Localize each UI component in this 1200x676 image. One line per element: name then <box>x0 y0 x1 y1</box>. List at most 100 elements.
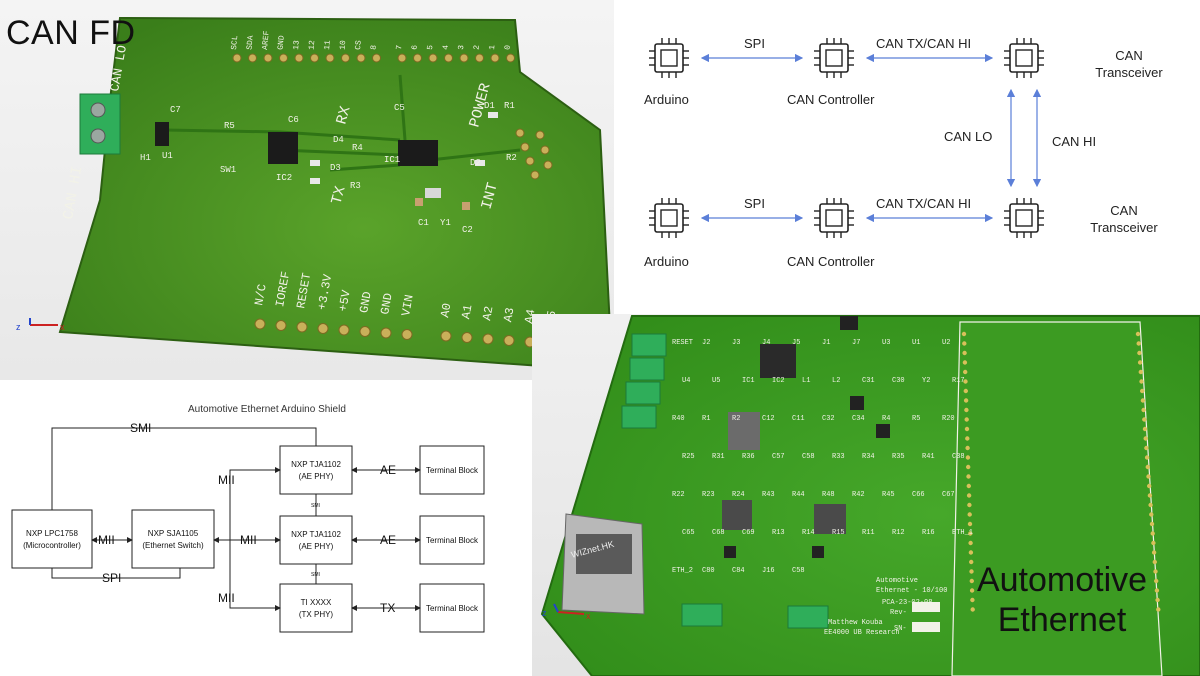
axis-gizmo: z x <box>16 318 65 332</box>
spi-label-2: SPI <box>744 196 765 211</box>
r1-silk: R1 <box>504 101 515 111</box>
top-pin-label: 0 <box>504 44 513 50</box>
ae-component-label: IC2 <box>772 377 785 385</box>
ae-component-label: IC1 <box>742 377 755 385</box>
arduino-chip-icon-2 <box>648 197 690 239</box>
ae-component-label: R40 <box>672 415 685 423</box>
ae-pad <box>970 607 975 612</box>
ae-pad <box>1154 578 1159 584</box>
can-controller-chip-icon-1 <box>813 37 855 79</box>
ae-pad <box>968 550 974 555</box>
ae-component-label: ETH_2 <box>672 567 693 575</box>
top-pin-label: 13 <box>292 40 302 51</box>
ae-component-label: R43 <box>762 491 775 499</box>
ae-pad <box>965 436 970 441</box>
ae-component-label: R12 <box>892 529 905 537</box>
spi-label-1: SPI <box>744 36 765 51</box>
top-pin-label: 12 <box>308 40 318 51</box>
ae-component-label: C58 <box>792 567 805 575</box>
can-hi-label: CAN HI <box>1052 134 1096 149</box>
ae-pad <box>1155 597 1160 603</box>
ae-component-label: R14 <box>802 529 815 537</box>
ethernet-jack: WIZnet.HK <box>561 513 645 615</box>
top-pin-pad <box>294 53 304 63</box>
phy2-block <box>279 515 353 565</box>
ae-pad <box>1143 436 1148 441</box>
ae-pad <box>969 569 974 574</box>
ae-pad <box>1137 350 1142 356</box>
terminal-block-label-1: Terminal Block <box>426 466 479 475</box>
ae-component-label: R45 <box>882 491 895 499</box>
ae-component-label: R16 <box>922 529 935 537</box>
bottom-pin-label: VIN <box>399 293 417 317</box>
top-pin-label: 5 <box>426 44 435 50</box>
ae-pad <box>966 464 971 470</box>
ae-component-label: U3 <box>882 339 890 347</box>
can-transceiver-chip-icon-1 <box>1003 37 1045 79</box>
ae-component-label: J4 <box>762 339 770 347</box>
ae-component-label: C66 <box>912 491 925 499</box>
ae-pad <box>1142 426 1148 432</box>
ae-pad <box>1151 550 1157 555</box>
ae-pad <box>1149 521 1155 527</box>
ae-pad <box>1148 502 1153 508</box>
ae-pad <box>1142 417 1147 422</box>
ae-component-label: U1 <box>912 339 920 347</box>
phy1-role: (AE PHY) <box>299 472 334 481</box>
c2-silk: C2 <box>462 225 473 235</box>
top-pin-label: 11 <box>323 40 333 51</box>
ae-label-2: AE <box>380 533 396 547</box>
ae-pad <box>969 578 974 584</box>
arduino-label-2: Arduino <box>644 254 689 269</box>
can-controller-label-1: CAN Controller <box>787 92 875 107</box>
bottom-pin-pad <box>401 329 413 340</box>
phy2-role: (AE PHY) <box>299 542 334 551</box>
c1-silk: C1 <box>418 218 429 228</box>
ae-pad <box>963 388 968 394</box>
ae-component-label: ETH_1 <box>952 529 973 537</box>
can-lo-label: CAN LO <box>944 129 992 144</box>
bottom-pin-label: IOREF <box>273 270 293 308</box>
ae-component-label: U2 <box>942 339 950 347</box>
ae-pad <box>963 398 969 403</box>
top-pin-pad <box>428 53 438 63</box>
ae-pad <box>1137 360 1143 365</box>
ae-component-label: R31 <box>712 453 725 461</box>
bottom-pin-label: GND <box>357 290 375 314</box>
bottom-pin-pad <box>380 327 392 339</box>
ae-component-label: J16 <box>762 567 775 575</box>
terminal-block-label-2: Terminal Block <box>426 536 479 545</box>
top-pin-pad <box>310 53 319 63</box>
d3-silk: D3 <box>330 163 341 173</box>
can-controller-label-2: CAN Controller <box>787 254 875 269</box>
top-pin-pad <box>356 53 366 63</box>
ae-pad <box>970 597 975 603</box>
ae-component-label: R42 <box>852 491 865 499</box>
top-pin-pad <box>279 53 288 63</box>
ae-pad <box>1140 398 1146 403</box>
top-pin-label: 3 <box>457 44 466 50</box>
r4-silk: R4 <box>352 143 363 153</box>
ae-credit-line-2: EE4000 UB Research <box>824 629 900 637</box>
ae-pad <box>962 350 967 356</box>
top-pin-pad <box>397 53 407 63</box>
ae-component-label: R11 <box>862 529 875 537</box>
ae-pad <box>1144 445 1149 451</box>
bottom-pin-pad <box>461 332 473 343</box>
bottom-pin-pad <box>503 335 515 346</box>
ae-pad <box>1147 483 1152 489</box>
can-hi-silk: CAN HI <box>60 165 86 221</box>
top-pin-pad <box>475 53 484 63</box>
top-pin-label: 6 <box>411 44 420 50</box>
bottom-pin-pad <box>317 323 329 334</box>
ae-pad <box>964 426 970 432</box>
can-fd-label: CAN FD <box>6 14 136 52</box>
ae-pad <box>969 588 975 593</box>
ae-pad <box>1149 512 1154 517</box>
ae-pad <box>1138 369 1143 375</box>
bottom-pin-label: A0 <box>438 302 454 319</box>
ae-component-label: R23 <box>702 491 715 499</box>
spi-bottom-label: SPI <box>102 571 121 585</box>
top-pin-pad <box>372 53 381 63</box>
smi-label: SMI <box>130 421 151 435</box>
